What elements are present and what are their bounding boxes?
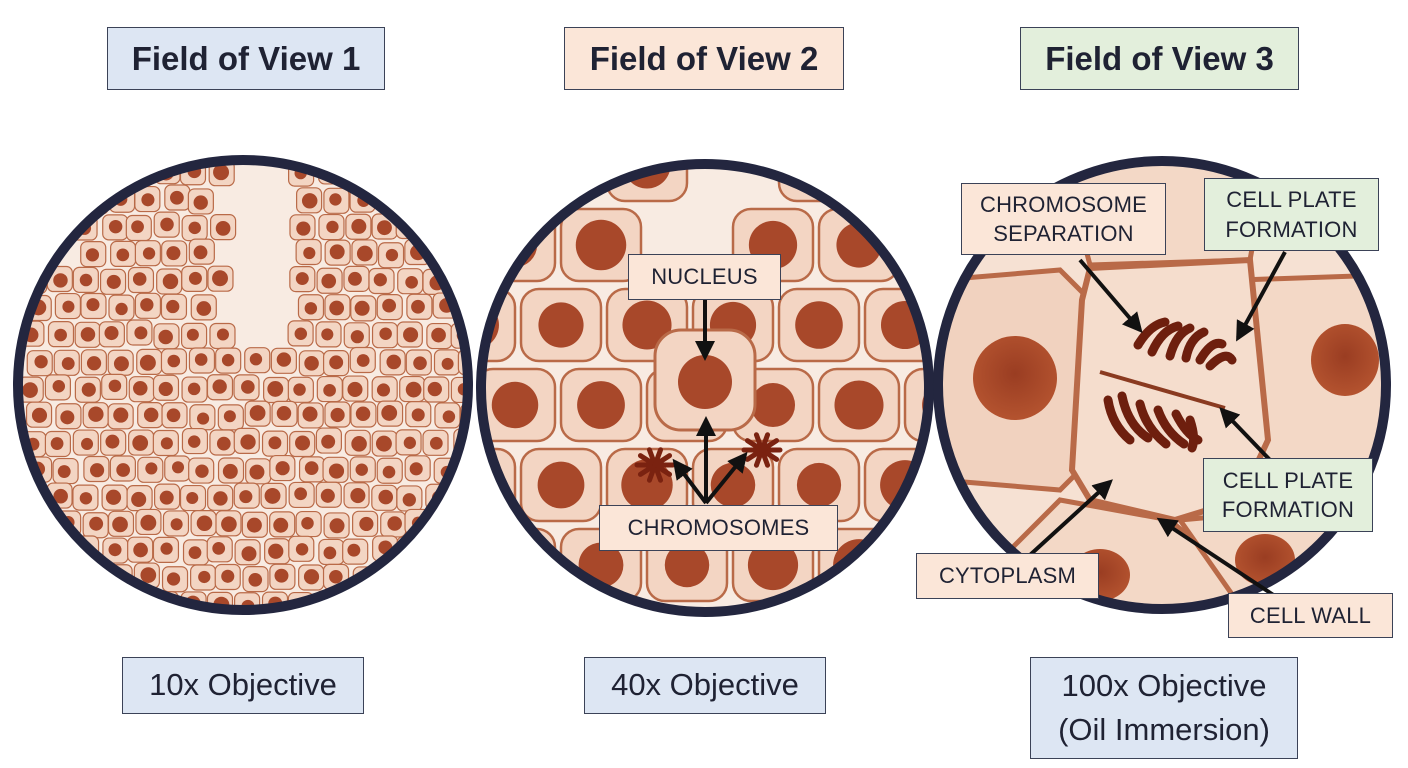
field-1-title: Field of View 1 [107,27,385,90]
label-chromosome-separation-line2: SEPARATION [993,221,1134,246]
field-2-title: Field of View 2 [564,27,844,90]
label-cell-plate-bottom-line2: FORMATION [1221,497,1355,522]
field-2-arrows [672,300,748,505]
label-cell-plate-formation-top: CELL PLATE FORMATION [1204,178,1379,251]
field-1-objective: 10x Objective [122,657,364,714]
label-chromosome-separation: CHROMOSOME SEPARATION [961,183,1166,255]
field-3-arrows [1028,251,1287,600]
field-3-objective-line1: 100x Objective [1061,667,1267,703]
label-cell-wall: CELL WALL [1228,593,1393,638]
label-cell-plate-top-line1: CELL PLATE [1226,187,1357,213]
label-cytoplasm: CYTOPLASM [916,553,1099,599]
field-3-title: Field of View 3 [1020,27,1299,90]
label-nucleus: NUCLEUS [628,254,781,300]
field-3-ring [933,156,1391,614]
label-cell-plate-formation-bottom: CELL PLATE FORMATION [1203,458,1373,532]
field-3-objective-line2: (Oil Immersion) [1058,712,1270,747]
label-cell-plate-bottom-line1: CELL PLATE [1222,467,1354,493]
field-2-objective: 40x Objective [584,657,826,714]
label-cell-plate-top-line2: FORMATION [1225,216,1358,242]
field-2-ring [476,159,934,617]
field-1-ring [13,155,473,615]
field-3-objective: 100x Objective (Oil Immersion) [1030,657,1298,759]
field-2-tissue [481,164,929,612]
label-chromosome-separation-line1: CHROMOSOME [980,191,1147,217]
label-chromosomes: CHROMOSOMES [599,505,838,551]
